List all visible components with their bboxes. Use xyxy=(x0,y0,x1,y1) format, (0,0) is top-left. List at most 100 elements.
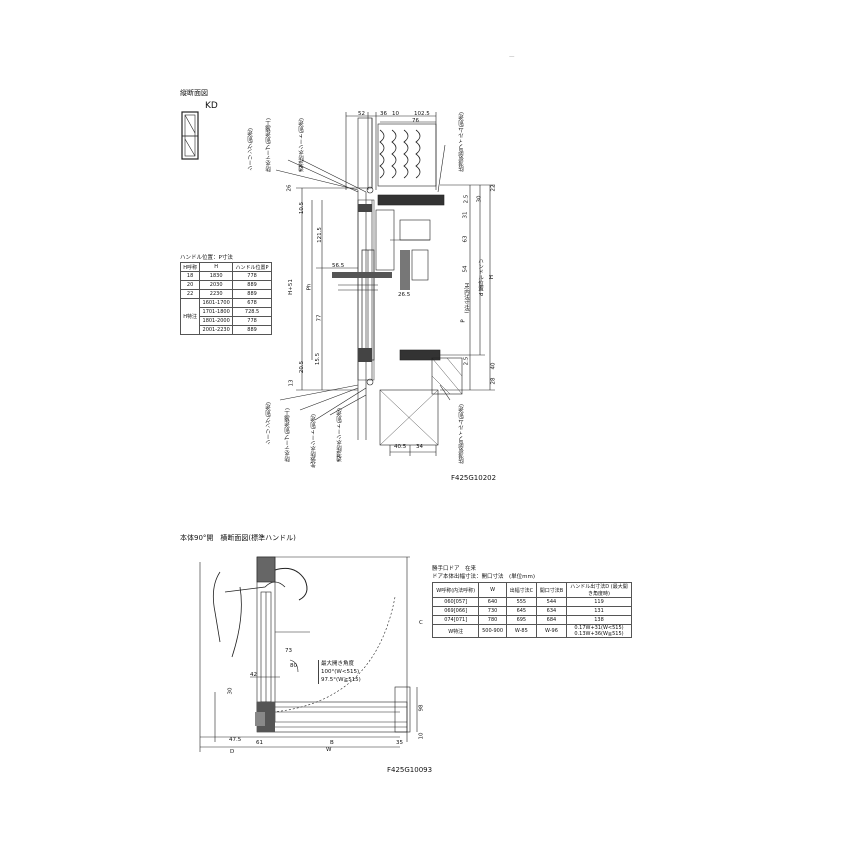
dim-top-5: 76 xyxy=(412,118,419,124)
dim-right-2-5b: 2.5 xyxy=(463,356,470,366)
table-cell: 1701-1800 xyxy=(199,307,234,317)
table-cell: 1801-2000 xyxy=(199,316,234,326)
table-cell: W特注 xyxy=(431,624,480,638)
handle-th-p: ハンドル位置P xyxy=(232,262,272,272)
table-cell: 0.17W+31(W<515) 0.13W+36(W≧515) xyxy=(566,624,632,638)
table-cell: 684 xyxy=(535,615,568,625)
handle-position-table: H呼称 H ハンドル位置P 18 1830 778 20 2030 889 22… xyxy=(179,262,272,335)
table-cell: 20 xyxy=(179,280,201,290)
leader-bottom-sheet: 透湿防水シート(別途) xyxy=(337,408,343,462)
table-cell: 060[057] xyxy=(431,597,480,607)
dim-right-p: P xyxy=(460,319,467,323)
max-angle-note: 最大開き角度 100°(W<515) 97.5°(W≧515) xyxy=(318,660,361,684)
dim-b: B xyxy=(330,740,334,746)
bottom-title: 本体90°開 横断面図(標準ハンドル) xyxy=(180,534,296,542)
dim-right-31: 31 xyxy=(462,211,469,219)
dim-10: 10 xyxy=(418,732,425,740)
table-cell: 1830 xyxy=(199,271,234,281)
table-cell: 074[071] xyxy=(431,615,480,625)
table-cell: 728.5 xyxy=(232,307,272,317)
dim-left-ph: Ph xyxy=(306,283,313,291)
dim-right-63: 63 xyxy=(462,235,469,243)
table-cell: 500-900 xyxy=(478,624,507,638)
table-row: 2001-2230 889 xyxy=(181,325,272,335)
leader-bottom-film: 防湿気密フィルム(別途) xyxy=(459,404,465,464)
size-th-d: ハンドル出寸法D (最大開き角度時) xyxy=(566,582,632,598)
table-cell: 069[066] xyxy=(431,606,480,616)
table-cell: 889 xyxy=(232,289,272,299)
handle-th-h: H xyxy=(199,262,234,272)
table-cell: 18 xyxy=(179,271,201,281)
dim-top-4: 102.5 xyxy=(414,111,430,117)
dim-bottom-34: 34 xyxy=(416,444,423,450)
dim-right-30: 30 xyxy=(476,195,483,203)
table-cell: 634 xyxy=(535,606,568,616)
table-cell-special: H特注 xyxy=(179,298,201,335)
table-cell: 22 xyxy=(179,289,201,299)
door-type-icon xyxy=(181,111,199,160)
dim-right-22: 22 xyxy=(490,184,497,192)
bottom-drawing-code: F425G10093 xyxy=(387,766,433,774)
table-cell: 889 xyxy=(232,325,272,335)
dim-top-1: 52 xyxy=(358,111,365,117)
page-dash: — xyxy=(509,54,515,60)
door-type-code: KD xyxy=(205,101,218,111)
vertical-section-drawing xyxy=(275,112,495,456)
table-cell: 1601-1700 xyxy=(199,298,234,308)
table-cell: W-96 xyxy=(535,624,568,638)
dim-right-40: 40 xyxy=(490,362,497,370)
size-th-c: 出幅寸法C xyxy=(505,582,537,598)
size-table: W呼称(内法呼称) W 出幅寸法C 開口寸法B ハンドル出寸法D (最大開き角度… xyxy=(431,582,632,638)
table-row: W特注 500-900 W-85 W-96 0.17W+31(W<515) 0.… xyxy=(431,624,632,638)
table-cell: 2230 xyxy=(199,289,234,299)
dim-47-5: 47.5 xyxy=(229,737,242,743)
table-cell: 119 xyxy=(566,597,632,607)
size-th-b: 開口寸法B xyxy=(535,582,568,598)
dim-right-h: H xyxy=(489,274,496,280)
dim-top-3: 10 xyxy=(392,111,399,117)
dim-61: 61 xyxy=(256,740,263,746)
table-cell: 645 xyxy=(505,606,537,616)
note-line-3: 97.5°(W≧515) xyxy=(321,677,361,683)
dim-angle-80: 80 xyxy=(290,663,297,669)
leader-top-tape: 防水テープ(別途施工) xyxy=(266,118,272,172)
dim-bottom-40-5: 40.5 xyxy=(394,444,407,450)
leader-bottom-first-sheet: 先張防水シート(別途) xyxy=(311,414,317,468)
table-cell: 695 xyxy=(505,615,537,625)
table-cell: 678 xyxy=(232,298,272,308)
dim-right-2-5: 2.5 xyxy=(463,194,470,204)
table-cell: 138 xyxy=(566,615,632,625)
table-row: H特注 1601-1700 678 xyxy=(179,298,272,335)
table-cell: 889 xyxy=(232,280,272,290)
label-handle-pos: ハンドル位置 P xyxy=(477,258,483,297)
dim-top-2: 36 xyxy=(380,111,387,117)
table-cell: 778 xyxy=(232,316,272,326)
dim-left-20-5: 20.5 xyxy=(299,360,306,374)
dim-left-56-5: 56.5 xyxy=(332,263,345,269)
dim-left-15-5: 15.5 xyxy=(315,352,322,366)
size-th-w: W xyxy=(478,582,507,598)
horizontal-section-drawing xyxy=(199,556,418,752)
top-drawing-code: F425G10202 xyxy=(451,474,497,482)
dim-left-26: 26 xyxy=(286,184,293,192)
table-row: 060[057] 640 555 544 119 xyxy=(431,597,632,607)
dim-left-77: 77 xyxy=(316,314,323,322)
dim-center-26-5: 26.5 xyxy=(398,292,411,298)
table-row: 20 2030 889 xyxy=(179,280,272,290)
table-row: 18 1830 778 xyxy=(179,271,272,281)
dim-98: 98 xyxy=(418,704,425,712)
note-line-2: 100°(W<515) xyxy=(321,669,360,675)
dim-w: W xyxy=(326,747,332,753)
dim-right-54: 54 xyxy=(462,265,469,273)
dim-42: 42 xyxy=(250,672,257,678)
leader-top-sealing: シーリング(別途) xyxy=(248,128,254,171)
dim-c: C xyxy=(419,620,423,626)
dim-left-h51: H+51 xyxy=(287,279,294,295)
table-cell: 780 xyxy=(478,615,507,625)
leader-top-film: 防湿気密フィルム(別途) xyxy=(459,112,465,172)
handle-table-caption: ハンドル位置：P寸法 xyxy=(180,255,233,261)
table-cell: 730 xyxy=(478,606,507,616)
dim-left-13: 13 xyxy=(288,379,295,387)
table-cell: 2001-2230 xyxy=(199,325,234,335)
table-cell: 2030 xyxy=(199,280,234,290)
